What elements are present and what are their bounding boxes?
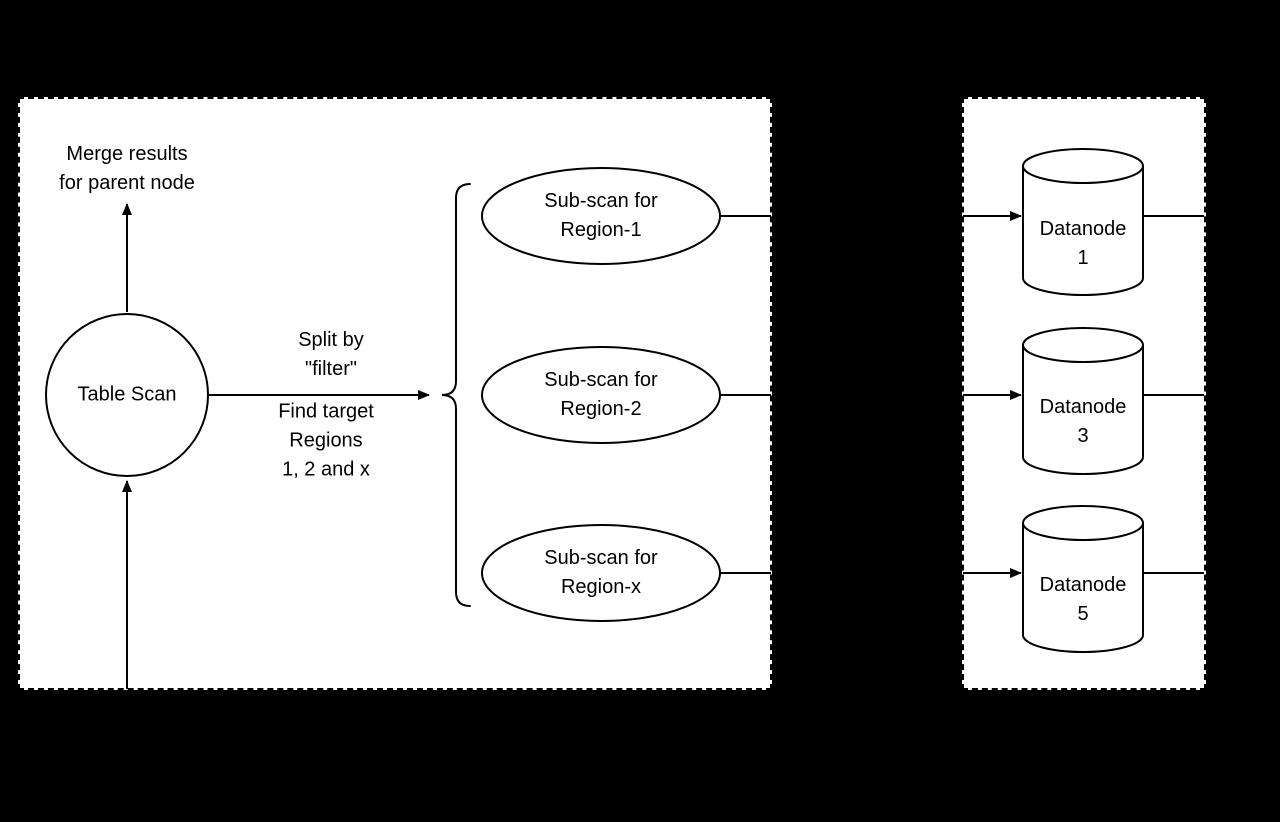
table-scan-circle <box>45 313 209 477</box>
curly-brace <box>441 183 471 607</box>
datanode-cylinder-1 <box>1022 148 1144 296</box>
datanode-5-label: Datanode 5 <box>1039 574 1127 625</box>
subscan-region-x-label: Sub-scan for Region-x <box>544 547 658 598</box>
datanode-1-label: Datanode 1 <box>1039 218 1127 269</box>
table-scan-label: Table Scan <box>77 383 177 406</box>
split-by-filter-label: Split by "filter" <box>298 329 364 380</box>
datanode-cylinder-3 <box>1022 505 1144 653</box>
datanode-cylinder-2 <box>1022 327 1144 475</box>
subscan-region-2-label: Sub-scan for Region-2 <box>544 369 658 420</box>
find-target-regions-label: Find target Regions 1, 2 and x <box>278 400 374 481</box>
datanode-3-label: Datanode 3 <box>1039 396 1127 447</box>
merge-results-label: Merge results for parent node <box>59 143 195 194</box>
subscan-region-1-label: Sub-scan for Region-1 <box>544 190 658 241</box>
